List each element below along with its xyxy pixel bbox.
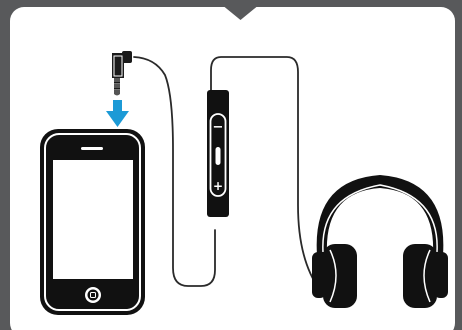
volume-down-symbol: − xyxy=(211,122,225,134)
remote-center-button xyxy=(216,147,221,165)
inline-remote xyxy=(207,90,229,217)
phone-screen xyxy=(53,160,133,279)
phone xyxy=(40,129,145,315)
phone-speaker xyxy=(81,147,103,150)
volume-up-symbol: + xyxy=(211,180,225,192)
